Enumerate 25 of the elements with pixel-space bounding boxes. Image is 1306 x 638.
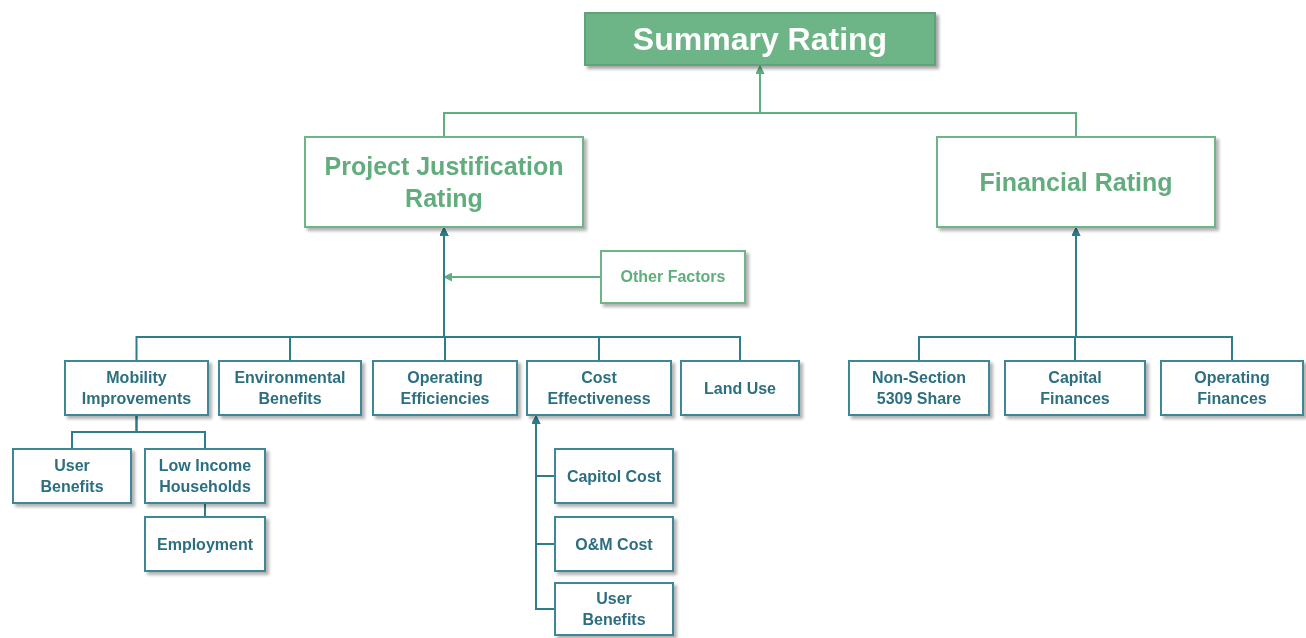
rating-box: Other Factors [600, 250, 746, 304]
rating-box: User Benefits [12, 448, 132, 504]
arrow [755, 65, 1077, 137]
rating-box: Environmental Benefits [218, 360, 362, 416]
arrow [439, 227, 741, 361]
rating-box: Operating Finances [1160, 360, 1304, 416]
rating-box: Capital Finances [1004, 360, 1146, 416]
rating-box: Cost Effectiveness [526, 360, 672, 416]
rating-box: Project Justification Rating [304, 136, 584, 228]
arrow [1071, 227, 1233, 361]
rating-box: Operating Efficiencies [372, 360, 518, 416]
rating-box: User Benefits [554, 582, 674, 636]
rating-box: Financial Rating [936, 136, 1216, 228]
summary-box: Summary Rating [584, 12, 936, 66]
rating-box: Non-Section 5309 Share [848, 360, 990, 416]
rating-box: Employment [144, 516, 266, 572]
rating-box: Capitol Cost [554, 448, 674, 504]
rating-box: O&M Cost [554, 516, 674, 572]
arrow [443, 272, 601, 282]
arrow [531, 415, 555, 610]
rating-box: Land Use [680, 360, 800, 416]
connector-line [204, 503, 206, 517]
rating-box: Mobility Improvements [64, 360, 209, 416]
rating-box: Low Income Households [144, 448, 266, 504]
connector-line [135, 415, 206, 449]
